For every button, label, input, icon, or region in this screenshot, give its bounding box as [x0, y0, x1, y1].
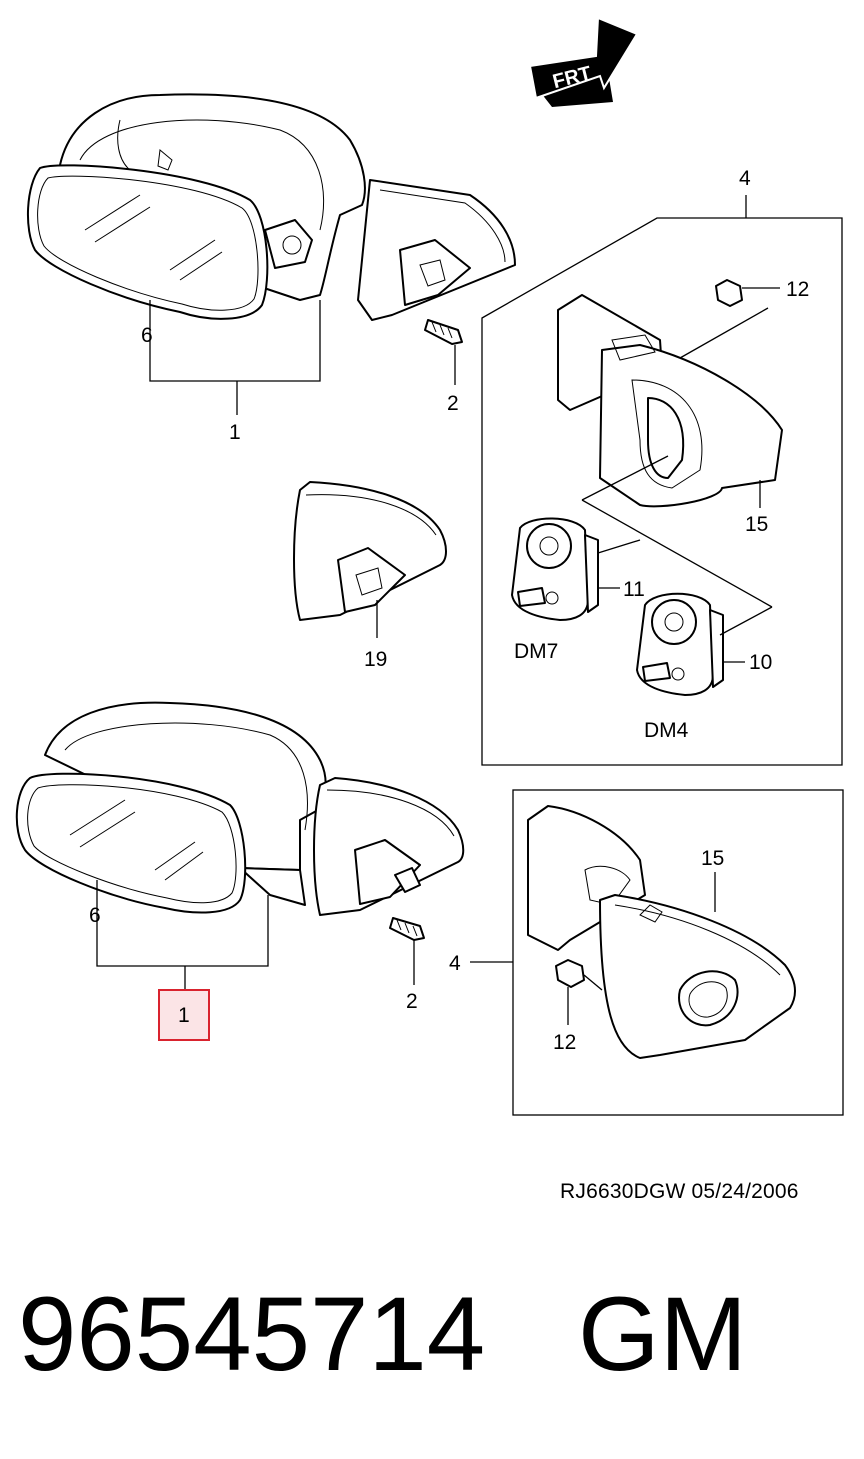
callout-upper-nut: 12 — [786, 278, 809, 301]
lower-kit-box: 4 15 12 — [449, 789, 844, 1116]
upper-callouts: 1 6 2 — [141, 300, 459, 444]
drawing-reference: RJ6630DGW 05/24/2006 — [560, 1180, 799, 1203]
switch-dm7: 11 DM7 — [511, 517, 645, 663]
switch-dm7-variant: DM7 — [514, 640, 558, 663]
callout-lower-nut: 12 — [553, 1031, 576, 1054]
callout-lower-bolt: 2 — [406, 990, 418, 1013]
switch-dm4: 10 DM4 — [636, 592, 772, 742]
upper-mirror-glass — [26, 164, 269, 320]
lower-nut: 12 — [553, 959, 603, 1054]
callout-lower-assembly: 1 — [178, 1004, 190, 1027]
upper-nut: 12 — [679, 278, 809, 359]
callout-upper-assembly: 1 — [229, 421, 241, 444]
callout-lower-cover: 15 — [701, 847, 724, 870]
callout-switch-b: 10 — [749, 651, 772, 674]
part-number: 96545714 — [18, 1276, 486, 1393]
callout-upper-cover: 15 — [745, 513, 768, 536]
callout-upper-bolt: 2 — [447, 392, 459, 415]
callout-lower-kit: 4 — [449, 952, 461, 975]
upper-kit-box: 4 12 15 11 — [481, 167, 843, 766]
lower-bolt — [389, 917, 425, 941]
lower-mirror-glass — [15, 772, 247, 914]
callout-upper-kit: 4 — [739, 167, 751, 190]
callout-switch-a: 11 — [623, 578, 645, 601]
lower-callouts: 1 6 2 — [89, 880, 418, 1041]
upper-base-cover — [357, 179, 516, 321]
base-cover-19: 19 — [293, 481, 447, 671]
upper-inner-cover: 15 — [557, 294, 783, 608]
callout-upper-glass: 6 — [141, 324, 153, 347]
switch-dm4-variant: DM4 — [644, 719, 689, 742]
lower-inner-cover: 15 — [527, 805, 796, 1059]
brand-name: GM — [578, 1276, 748, 1393]
upper-bolt — [424, 319, 463, 345]
highlight-box — [158, 989, 210, 1041]
lower-mirror-assembly — [44, 701, 327, 906]
front-direction-arrow: FRT — [528, 16, 639, 107]
lower-base-cover — [313, 777, 465, 916]
callout-lower-glass: 6 — [89, 904, 101, 927]
callout-base-cover: 19 — [364, 648, 387, 671]
